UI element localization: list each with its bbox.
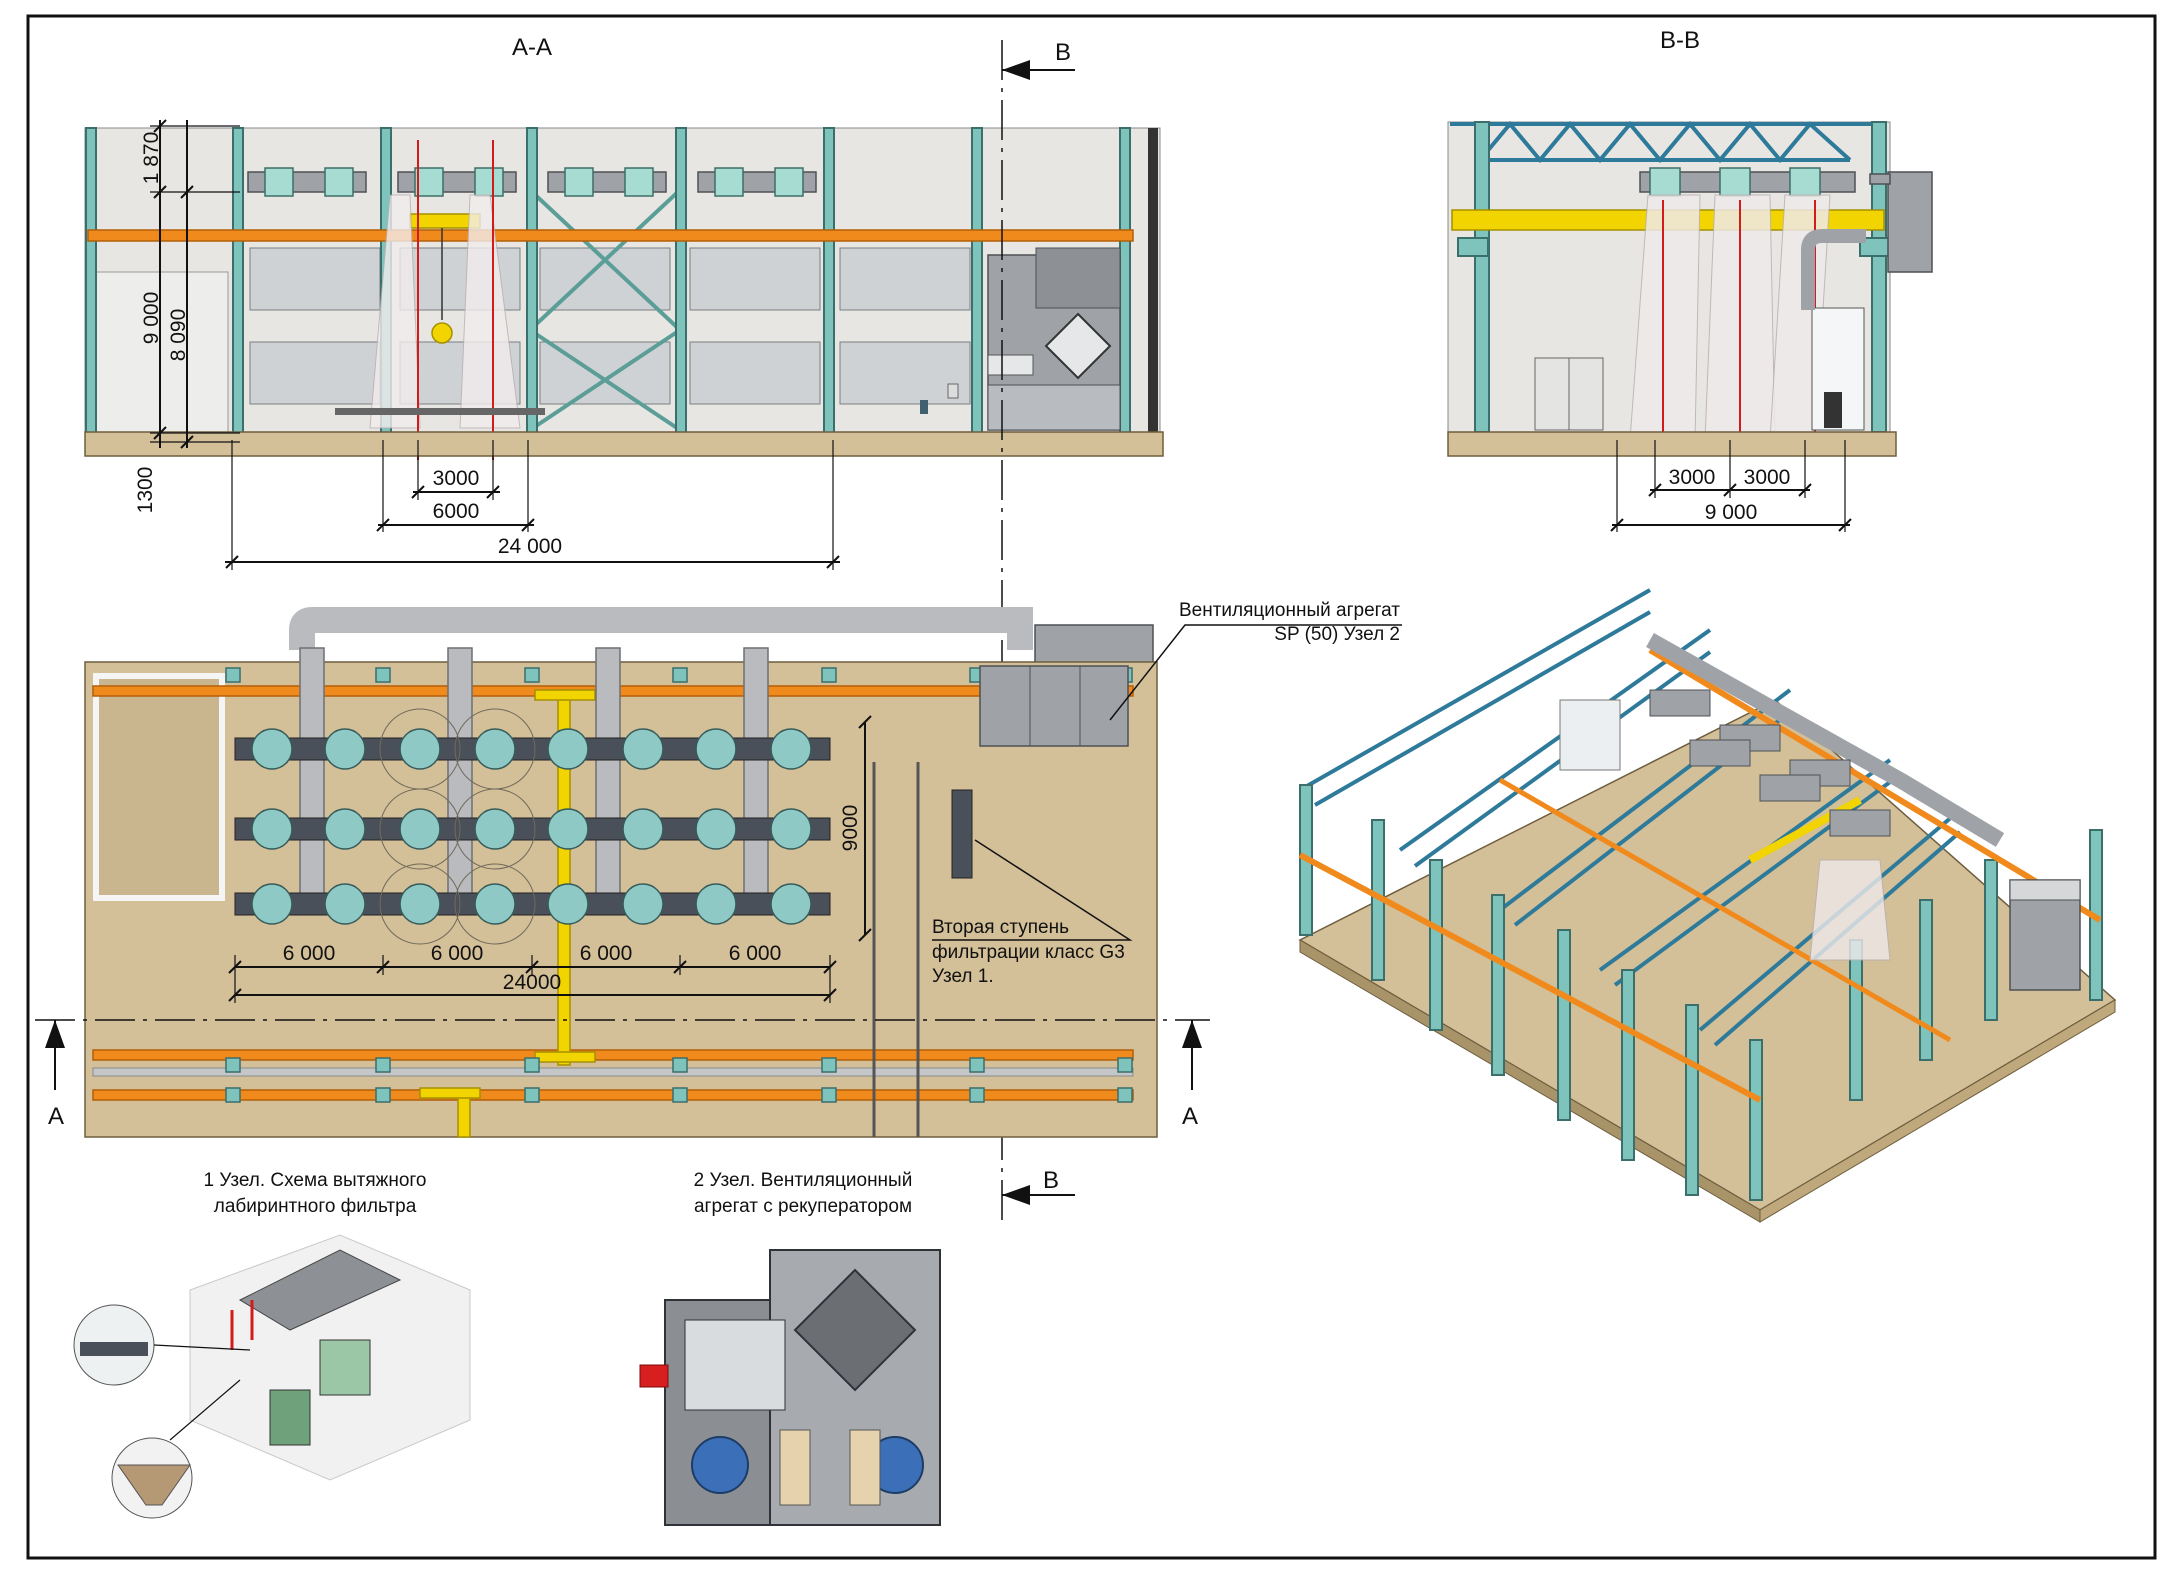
aa-bracing — [528, 188, 682, 432]
section-bb: В-В — [1447, 27, 1933, 532]
iso-ducts — [1646, 633, 2005, 847]
bb-floor — [1447, 431, 1897, 457]
plan-filter-rows — [234, 737, 831, 916]
plan-crane-rail-mid — [92, 1049, 1134, 1061]
node1-filter-panel — [269, 1389, 311, 1446]
cut-b-label-top: В — [1055, 39, 1071, 66]
aa-dim-24000: 24 000 — [498, 535, 562, 558]
iso-columns — [1299, 784, 2103, 1201]
section-aa: А-А — [84, 34, 1164, 570]
isometric-view — [1298, 588, 2117, 1223]
plan-dim-depth: 9000 — [839, 805, 862, 852]
iso-extractor-units — [1649, 689, 1891, 837]
callout-filter-line1: Вторая ступень — [932, 917, 1069, 938]
callout-vent-line2: SP (50) Узел 2 — [1274, 624, 1400, 645]
section-aa-title: А-А — [512, 34, 552, 61]
node2-red-valve — [639, 1364, 669, 1388]
bb-dim-3000-b: 3000 — [1744, 466, 1791, 489]
node2-fan-left — [691, 1436, 749, 1494]
callout-vent-line1: Вентиляционный агрегат — [1179, 600, 1400, 621]
iso-crane-rail-back — [1648, 647, 2102, 923]
sheet-frame — [26, 14, 2157, 1560]
bb-dim-9000: 9 000 — [1705, 501, 1758, 524]
section-bb-title: В-В — [1660, 27, 1700, 54]
plan-branch-ducts — [299, 647, 769, 909]
node2-caption-line2: агрегат с рекуператором — [694, 1196, 912, 1217]
aa-horizontal-dimensions — [225, 440, 840, 570]
plan-exhaust-hoods — [251, 728, 812, 925]
callout-vent-leader — [1109, 624, 1402, 721]
aa-dim-1300: 1300 — [134, 467, 157, 514]
bb-roof-truss — [1450, 120, 1885, 164]
plan-dim-bay-4: 6 000 — [729, 942, 782, 965]
aa-dim-6000: 6000 — [433, 500, 480, 523]
callout-filter-leader — [932, 839, 1133, 941]
plan-ventilation-unit — [979, 665, 1129, 747]
aa-vertical-dimensions — [150, 119, 240, 449]
plan-dim-bay-1: 6 000 — [283, 942, 336, 965]
plan-dim-bay-2: 6 000 — [431, 942, 484, 965]
cut-a-label-left: А — [48, 1103, 64, 1130]
plan-view: 6 000 6 000 6 000 6 000 24000 9000 Венти… — [35, 600, 1402, 1138]
bb-column-left — [1474, 121, 1490, 433]
plan-left-room — [93, 673, 225, 901]
plan-dimensions — [228, 715, 872, 1003]
node1-caption-line2: лабиринтного фильтра — [214, 1196, 417, 1217]
aa-annex — [87, 271, 229, 436]
plan-dim-total: 24000 — [503, 971, 561, 994]
cut-b-label-bottom: В — [1043, 1167, 1059, 1194]
node-1: 1 Узел. Схема вытяжного лабиринтного фил… — [73, 1170, 471, 1519]
aa-dim-1870: 1 870 — [140, 132, 163, 185]
iso-booth — [1559, 699, 1621, 771]
aa-work-table — [335, 408, 545, 415]
plan-g3-filter — [951, 789, 973, 879]
bb-dimensions — [1610, 440, 1852, 532]
bb-exterior-unit — [1887, 171, 1933, 273]
node1-caption-line1: 1 Узел. Схема вытяжного — [204, 1170, 427, 1191]
plan-columns — [225, 667, 1133, 1103]
bb-column-right — [1871, 121, 1887, 433]
aa-dim-9000: 9 000 — [140, 292, 163, 345]
plan-work-zones — [379, 708, 536, 945]
aa-dim-8090: 8 090 — [167, 309, 190, 362]
plan-dim-bay-3: 6 000 — [580, 942, 633, 965]
node2-heat-exchanger — [793, 1268, 917, 1392]
callout-filter-line2: фильтрации класс G3 — [932, 942, 1125, 963]
node-2: 2 Узел. Вентиляционный агрегат с рекупер… — [639, 1170, 941, 1526]
cut-a-label-right: А — [1182, 1103, 1198, 1130]
aa-ventilation-unit — [987, 247, 1121, 431]
aa-dim-3000: 3000 — [433, 467, 480, 490]
aa-floor — [84, 431, 1164, 457]
bb-dim-3000-a: 3000 — [1669, 466, 1716, 489]
node2-drum — [684, 1319, 786, 1411]
iso-crane-rail-front — [1298, 852, 1762, 1103]
node2-caption-line1: 2 Узел. Вентиляционный — [694, 1170, 913, 1191]
plan-crane-rail-bottom — [92, 1089, 1134, 1101]
plan-main-duct — [289, 607, 1033, 650]
node1-roof-panel — [238, 1249, 402, 1331]
aa-crane-hook — [431, 322, 453, 344]
callout-filter-line3: Узел 1. — [932, 966, 994, 987]
aa-extractor-units — [247, 167, 817, 197]
aa-crane-rail — [87, 229, 1134, 242]
